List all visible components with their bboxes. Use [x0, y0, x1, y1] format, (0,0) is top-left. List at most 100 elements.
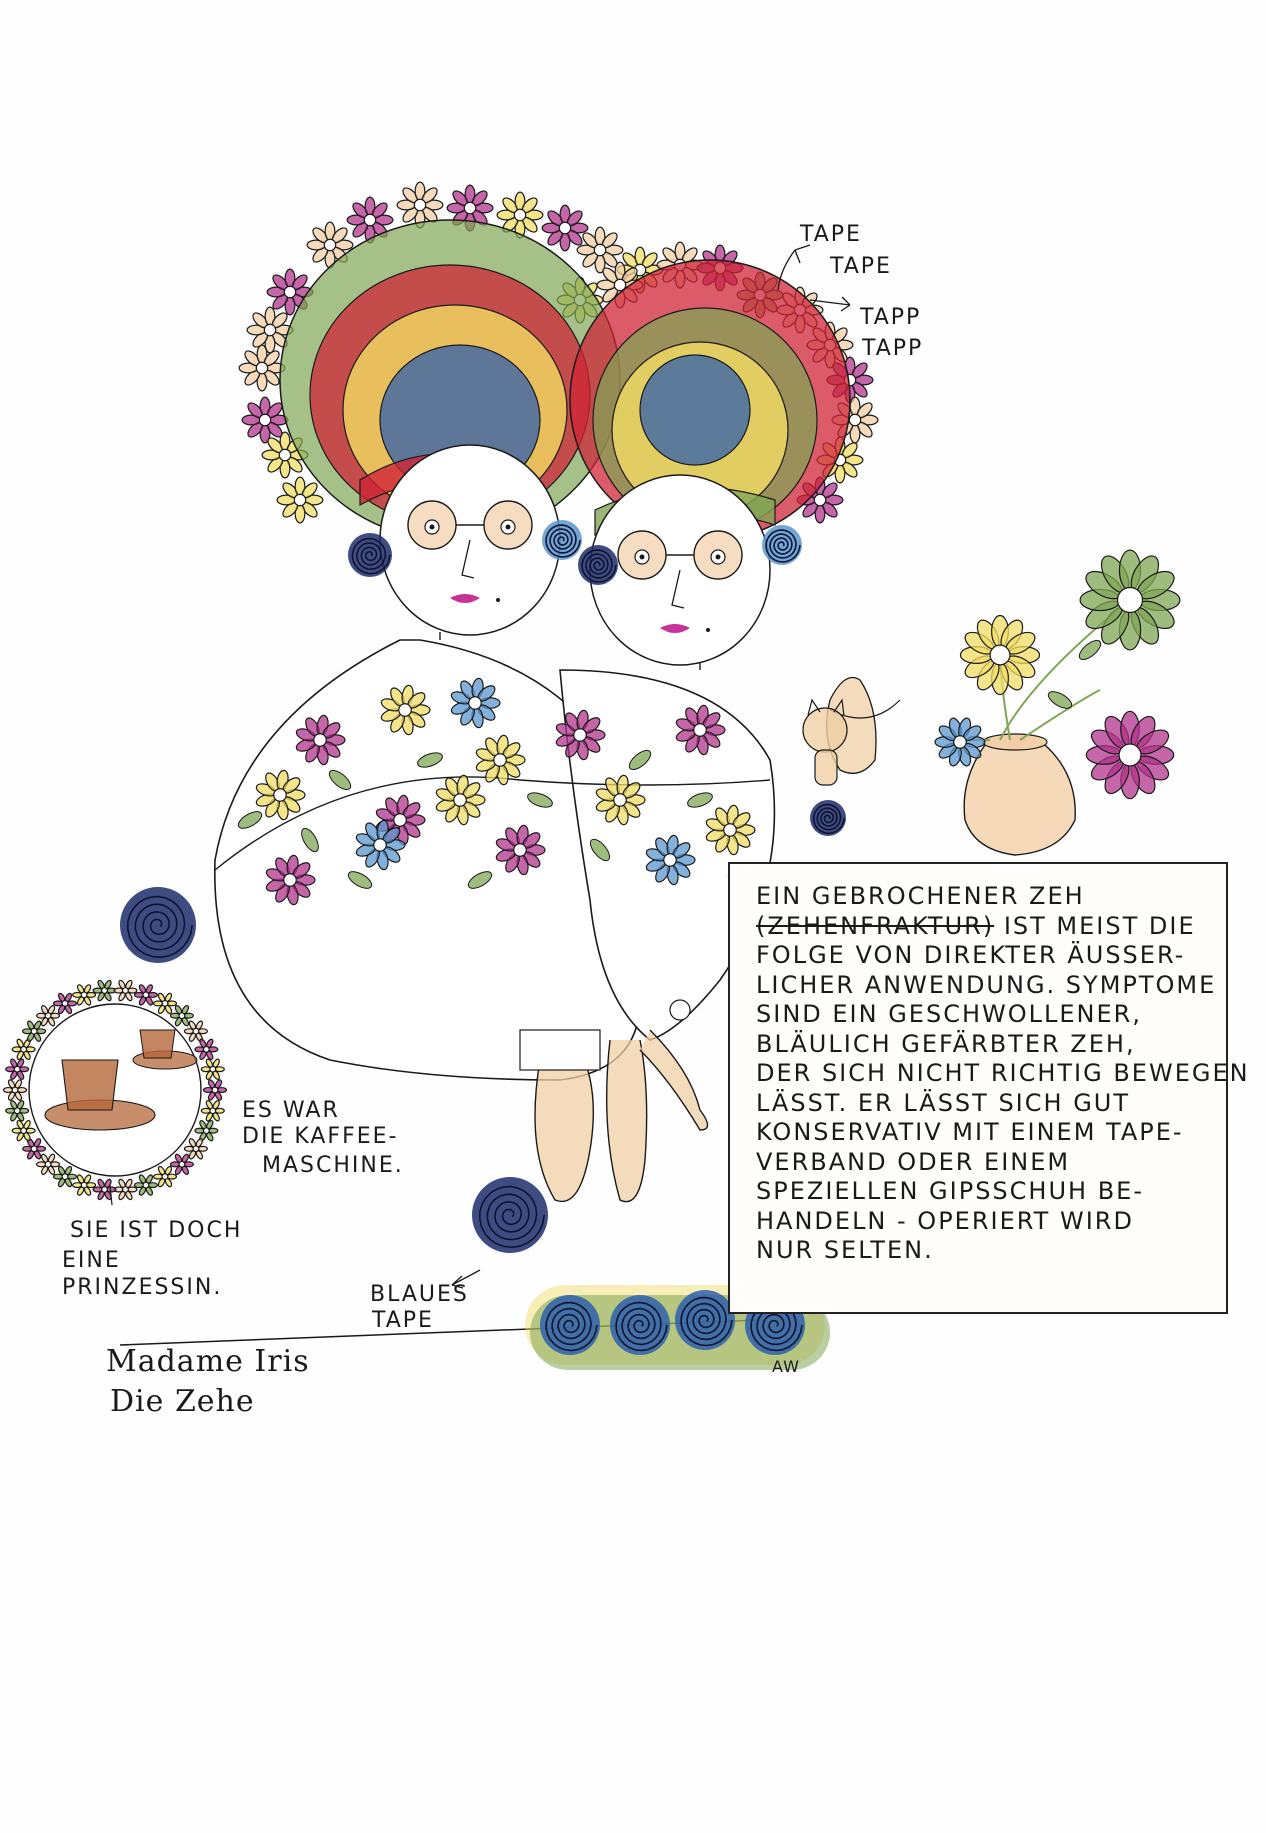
flower-center [263, 323, 277, 337]
flower-center [30, 1145, 38, 1153]
hair-flower [266, 268, 314, 316]
shorts [519, 1029, 601, 1071]
coffee-border-flower [92, 1178, 117, 1201]
lips [450, 594, 480, 603]
dress-flower [355, 819, 406, 871]
flower-center [989, 644, 1011, 666]
flower-center [493, 753, 507, 767]
flower-center [323, 238, 337, 252]
flower-center [663, 853, 677, 867]
left-woman-face [379, 444, 561, 636]
flower-center [44, 1012, 52, 1020]
coffee-border-flower [194, 1119, 219, 1142]
spiral-line [545, 1301, 598, 1352]
pupil-left [429, 524, 435, 530]
flower-center [513, 843, 527, 857]
dress-leaf [527, 792, 553, 808]
story-line: handeln - operiert wird [756, 1206, 1134, 1235]
left-woman-earring-right [542, 520, 582, 560]
flower-center [20, 1045, 28, 1053]
knee-spiral [669, 999, 691, 1021]
signature-subtitle: Die Zehe [110, 1384, 255, 1419]
coffee-border-flower [72, 1174, 97, 1196]
spiral-line [615, 1301, 668, 1352]
flower-center [573, 728, 587, 742]
right-woman-face [589, 474, 771, 666]
flower-center [1116, 586, 1144, 614]
hair-flower [576, 226, 624, 274]
flower-center [453, 793, 467, 807]
dress-flower [295, 714, 346, 766]
blue-tape-spiral [472, 1177, 548, 1253]
flower-center [121, 1185, 129, 1193]
dress-flower [265, 854, 316, 906]
flower-center [101, 1185, 109, 1193]
coffee-machine-circle [28, 1003, 202, 1177]
tape-label-1: TAPE [800, 222, 862, 247]
vase-flower-magenta [1085, 710, 1175, 800]
flower-center [192, 1027, 200, 1035]
hair-flower [241, 396, 289, 444]
flower-center [211, 1086, 219, 1094]
dress-flower [495, 824, 546, 876]
coffee-border-flower [36, 1153, 61, 1176]
vase-flower-blue [934, 717, 986, 767]
dress-flower [705, 804, 756, 856]
flower-center [393, 813, 407, 827]
flower-center [11, 1086, 19, 1094]
vase-leaf [1078, 639, 1102, 661]
flower-center [363, 213, 377, 227]
flower-center [293, 493, 307, 507]
flower-center [142, 991, 150, 999]
tape-arrow-1 [777, 249, 796, 291]
cat-spiral [810, 800, 846, 836]
raised-hand [826, 676, 877, 774]
dress-leaf [628, 749, 652, 771]
coffee-border-flower [113, 1178, 138, 1201]
flower-center [161, 999, 169, 1007]
tape-arrow-head-1 [794, 244, 811, 264]
coffee-border-flower [11, 1119, 36, 1142]
right-woman-earring-right [762, 525, 802, 565]
blue-tape-arrow [451, 1269, 481, 1286]
flower-center [209, 1065, 217, 1073]
dress-leaf [417, 752, 443, 768]
dress-leaf [237, 811, 263, 829]
flower-center [373, 838, 387, 852]
spiral-line [765, 529, 801, 563]
flower-center [398, 703, 412, 717]
coffee-border-flower [52, 992, 78, 1015]
beauty-mark [496, 598, 500, 602]
nose [461, 539, 475, 579]
flower-center [142, 1181, 150, 1189]
dress-flower [645, 834, 696, 886]
flower-center [255, 361, 269, 375]
princess-caption-line-1: Sie ist doch [70, 1218, 243, 1243]
flower-center [44, 1160, 52, 1168]
coffee-caption-line-2: die Kaffee- [242, 1124, 399, 1149]
coffee-border-flower [183, 1020, 208, 1042]
coffee-border-flower [2, 1079, 28, 1101]
flower-center [283, 873, 297, 887]
cat-ears [807, 698, 845, 717]
flower-center [101, 987, 109, 995]
blue-tape-caption-line-1: Blaues [370, 1282, 469, 1307]
right-leg [639, 1029, 709, 1131]
coffee-border-flower [52, 1165, 78, 1188]
story-line: (Zehenfraktur) ist meist die [756, 911, 1196, 940]
coffee-border-flower [169, 1004, 194, 1027]
coffee-caption-line-1: Es war [242, 1098, 340, 1123]
story-line: konservativ mit einem Tape- [756, 1118, 1184, 1146]
flower-center [192, 1145, 200, 1153]
tape-label-2: TAPE [830, 254, 892, 279]
story-line: lässt. Er lässt sich gut [756, 1088, 1131, 1117]
hair-flower [246, 306, 294, 354]
flower-center [468, 696, 482, 710]
middle-leg [605, 1039, 648, 1203]
spiral-line [581, 549, 617, 583]
spiral-line [545, 524, 581, 558]
coffee-border-flower [22, 1020, 47, 1042]
dress-flower [255, 769, 306, 821]
vase-leaf [1047, 691, 1073, 709]
flower-center [593, 243, 607, 257]
